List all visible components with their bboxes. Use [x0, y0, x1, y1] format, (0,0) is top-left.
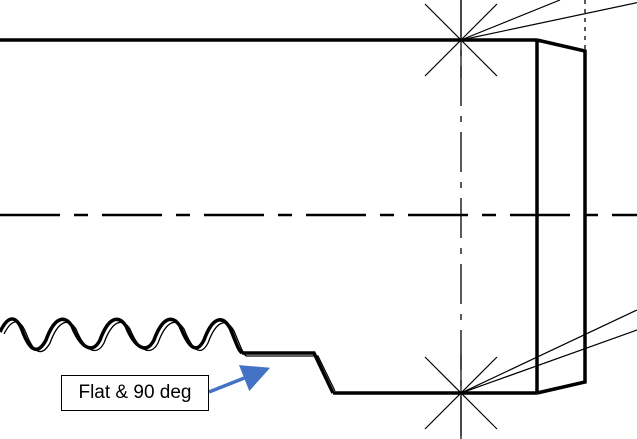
callout-label-text: Flat & 90 deg: [78, 382, 192, 403]
thread-profile-back: [3, 321, 247, 357]
thread-profile: [0, 317, 244, 355]
top-construction-star: [422, 0, 637, 78]
callout-label-box: Flat & 90 deg: [61, 375, 209, 411]
end-chamfer-outline: [536, 38, 587, 395]
bottom-construction-star: [422, 309, 637, 439]
callout-arrow: [208, 365, 271, 394]
thread-relief-step-shadow: [246, 355, 336, 392]
thread-relief-step: [242, 351, 335, 394]
